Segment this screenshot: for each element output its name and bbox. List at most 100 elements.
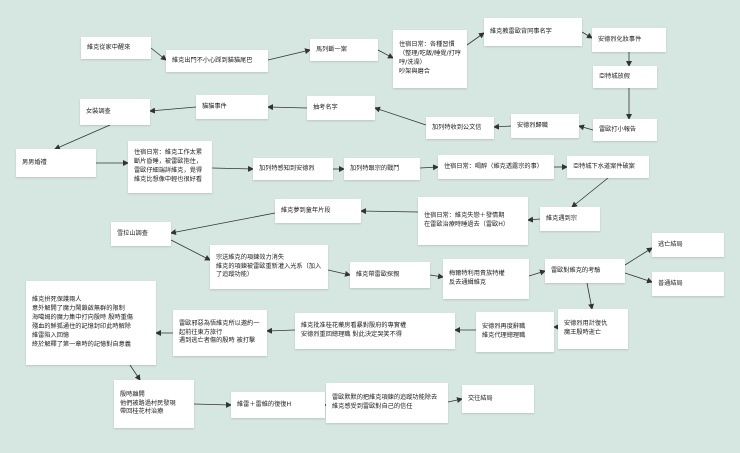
node-text: 維克遇到宗 (546, 214, 577, 222)
node-text: 意外解開了魔力鬧鎖啟無群的限制 (32, 305, 125, 313)
node-text: 安德烈重回總理職 對此決定哭笑不得 (301, 331, 402, 338)
connector-arrow (624, 247, 653, 266)
plot-node-1[interactable]: 維克從家中醒來 (81, 37, 151, 59)
plot-node-35[interactable]: 殷時離開 他們被路過村民發現 帶回桂花村治療 (114, 380, 194, 428)
plot-node-27[interactable]: 雷歐對維克的考驗 (545, 259, 625, 283)
node-text: 雷歐對維克的考驗 (551, 266, 601, 274)
plot-node-19[interactable]: 亞特城下水道案件破案 (567, 156, 649, 178)
connector-arrow (581, 31, 593, 39)
plot-node-9[interactable]: 安德烈歸職 (511, 114, 579, 138)
node-text: 終於解釋了第一章時的記憶對自意義 (32, 340, 131, 348)
connector-arrow (527, 216, 541, 223)
node-text: 維雷陷入回憶 (32, 331, 70, 339)
plot-node-18[interactable]: 住宿日常：喝醉（維克透露宗的事） (438, 155, 554, 179)
node-text: 遇到逃亡者傷的殷時 被打擊 (179, 337, 256, 345)
plot-node-30[interactable]: 維克拚死保護兩人 意外解開了魔力鬧鎖啟無群的限制 海噶姆的魔力集中打向殷時 殷時… (26, 281, 156, 365)
plot-node-7[interactable]: 亞特城放假 (593, 66, 657, 88)
node-text: 雪拉山調查 (117, 229, 148, 237)
connector-arrow (493, 123, 512, 130)
node-text: 雷歐邪惡為悟維克所以邀約一起前往東方旅行 (179, 319, 260, 336)
node-text: 殘血的鮮狐通住的記憶封印此時解除 (32, 323, 131, 330)
connector-arrow (466, 32, 485, 46)
plot-node-16[interactable]: 加列特感知到安德烈 (253, 158, 333, 180)
node-text: 維克感受到雷歐對自己的信任 (332, 403, 413, 410)
plot-node-21[interactable]: 住宿日常：維克失戀＋發情期 在雷歐治療時睡過去（雷歐H） (418, 197, 528, 245)
node-text: 女裝調查 (86, 107, 111, 115)
plot-node-32[interactable]: 維克批准桂花藥房看暴對殷府的專實權 安德烈重回總理職 對此決定哭笑不得 (295, 313, 455, 349)
plot-node-13[interactable]: 女裝調查 (80, 99, 150, 125)
node-text: 馬列斷一案 (316, 45, 347, 53)
node-text: 加列特感知到安德烈 (259, 164, 315, 172)
plot-node-5[interactable]: 維克教雷歐背同事名字 (484, 18, 582, 46)
connector-arrow (211, 165, 254, 172)
node-text: 維克教雷歐背同事名字 (490, 27, 552, 35)
plot-node-15[interactable]: 住宿日常：維克工作太累斷片昏睡，被雷歐抱住，雷歐仔細端詳維克，覺得維克比想像中輕… (128, 141, 212, 193)
plot-node-31[interactable]: 雷歐邪惡為悟維克所以邀約一起前往東方旅行 遇到逃亡者傷的殷時 被打擊 (173, 310, 267, 356)
node-text: 維克代理總理職 (482, 332, 526, 339)
plot-node-12[interactable]: 貓貓事件 (196, 95, 268, 119)
plot-node-34[interactable]: 安德烈用計復仇 魔王殷時逝亡 (558, 309, 628, 349)
node-text: 維克出門不小心踩到貓貓尾巴 (172, 56, 253, 64)
node-text: 安德烈歸職 (517, 121, 548, 129)
connector-arrow (170, 212, 276, 236)
plot-node-29[interactable]: 普通結局 (652, 272, 724, 296)
connector-arrow (624, 272, 653, 284)
connector-arrow (447, 397, 463, 403)
plot-node-14[interactable]: 男男婚禮 (16, 149, 96, 177)
plot-node-26[interactable]: 梅爾特利用貴族特權 反去通緝維克 (443, 259, 529, 299)
node-text: 交往結局 (468, 394, 493, 402)
plot-node-36[interactable]: 維雷＋雷維的復復H (231, 392, 325, 418)
connector-arrow (377, 49, 394, 59)
node-text: 反去通緝維克 (449, 279, 487, 286)
plot-node-8[interactable]: 雷歐打小報告 (593, 119, 657, 141)
node-text: 男男婚禮 (22, 158, 47, 166)
plot-node-11[interactable]: 抽考名字 (307, 96, 375, 120)
connector-arrow (571, 177, 609, 208)
plot-node-3[interactable]: 馬列斷一案 (310, 39, 378, 61)
connector-arrow (267, 48, 311, 61)
connector-arrow (54, 124, 111, 150)
plot-node-4[interactable]: 住宿日常：各種習慣（整理/吃飯/睡覺/打哼哼/洗澡） 吵架與磨合 (393, 30, 467, 88)
connector-arrow (267, 104, 308, 111)
connector-arrow (150, 47, 167, 61)
node-text: 維克從家中醒來 (87, 43, 131, 51)
node-text: 普通結局 (658, 279, 683, 287)
connector-arrow (360, 208, 419, 215)
connector-arrow (578, 124, 594, 131)
connector-arrow (374, 106, 427, 126)
plot-node-25[interactable]: 維克帶雷歐探親 (350, 262, 430, 288)
plot-node-38[interactable]: 交往結局 (462, 385, 534, 413)
node-text: 維克批准桂花藥房看暴對殷府的專實權 (301, 322, 407, 330)
plot-node-28[interactable]: 逃亡結局 (652, 233, 724, 257)
node-text: 安德烈化妝事件 (598, 35, 642, 43)
plot-node-20[interactable]: 維克夢到童年片段 (275, 199, 361, 223)
connector-arrow (193, 401, 232, 408)
node-text: 抽考名字 (313, 103, 338, 111)
plot-node-23[interactable]: 雪拉山調查 (111, 222, 171, 246)
node-text: 他們被路過村民發現 (120, 399, 176, 407)
node-text: 維克夢到童年片段 (281, 206, 331, 214)
plot-node-22[interactable]: 維克遇到宗 (540, 207, 600, 231)
node-text: 亞特城放假 (599, 72, 630, 80)
node-text: 雷歐打小報告 (599, 125, 637, 133)
node-text: 吵架與磨合 (399, 67, 430, 75)
node-text: 在雷歐治療時睡過去（雷歐H） (424, 221, 510, 228)
plot-node-10[interactable]: 加列特收到公文信 (426, 117, 494, 139)
node-text: 海噶姆的魔力集中打向殷時 殷時重傷 (32, 314, 133, 322)
plot-node-6[interactable]: 安德烈化妝事件 (592, 28, 666, 52)
node-text: 維雷＋雷維的復復H (237, 400, 292, 408)
node-text: 宗送維克的項鍊效力消失 (216, 253, 285, 261)
node-text: 住宿日常：各種習慣（整理/吃飯/睡覺/打哼哼/洗澡） (399, 41, 461, 66)
node-text: 逃亡結局 (658, 240, 683, 248)
plot-node-2[interactable]: 維克出門不小心踩到貓貓尾巴 (166, 50, 268, 72)
connector-arrow (149, 106, 197, 114)
plot-node-33[interactable]: 安德烈再度辭職 維克代理總理職 (476, 312, 554, 352)
node-text: 貓貓事件 (202, 102, 227, 110)
plot-node-24[interactable]: 宗送維克的項鍊效力消失 維克的項鍊被雷歐重新灌入光系（加入了追蹤功能） (210, 245, 328, 289)
plot-node-17[interactable]: 加列特跟宗的戰鬥 (344, 158, 420, 180)
node-text: 維克的項鍊被雷歐重新灌入光系（加入了追蹤功能） (216, 262, 322, 279)
plot-node-37[interactable]: 雷歐默默的把維克項鍊的追蹤功能除去 維克感受到雷歐對自己的信任 (326, 383, 448, 423)
connector-arrow (266, 327, 296, 334)
node-text: 住宿日常：維克工作太累斷片昏睡，被雷歐抱住，雷歐仔細端詳維克，覺得維克比想像中輕… (134, 149, 203, 183)
